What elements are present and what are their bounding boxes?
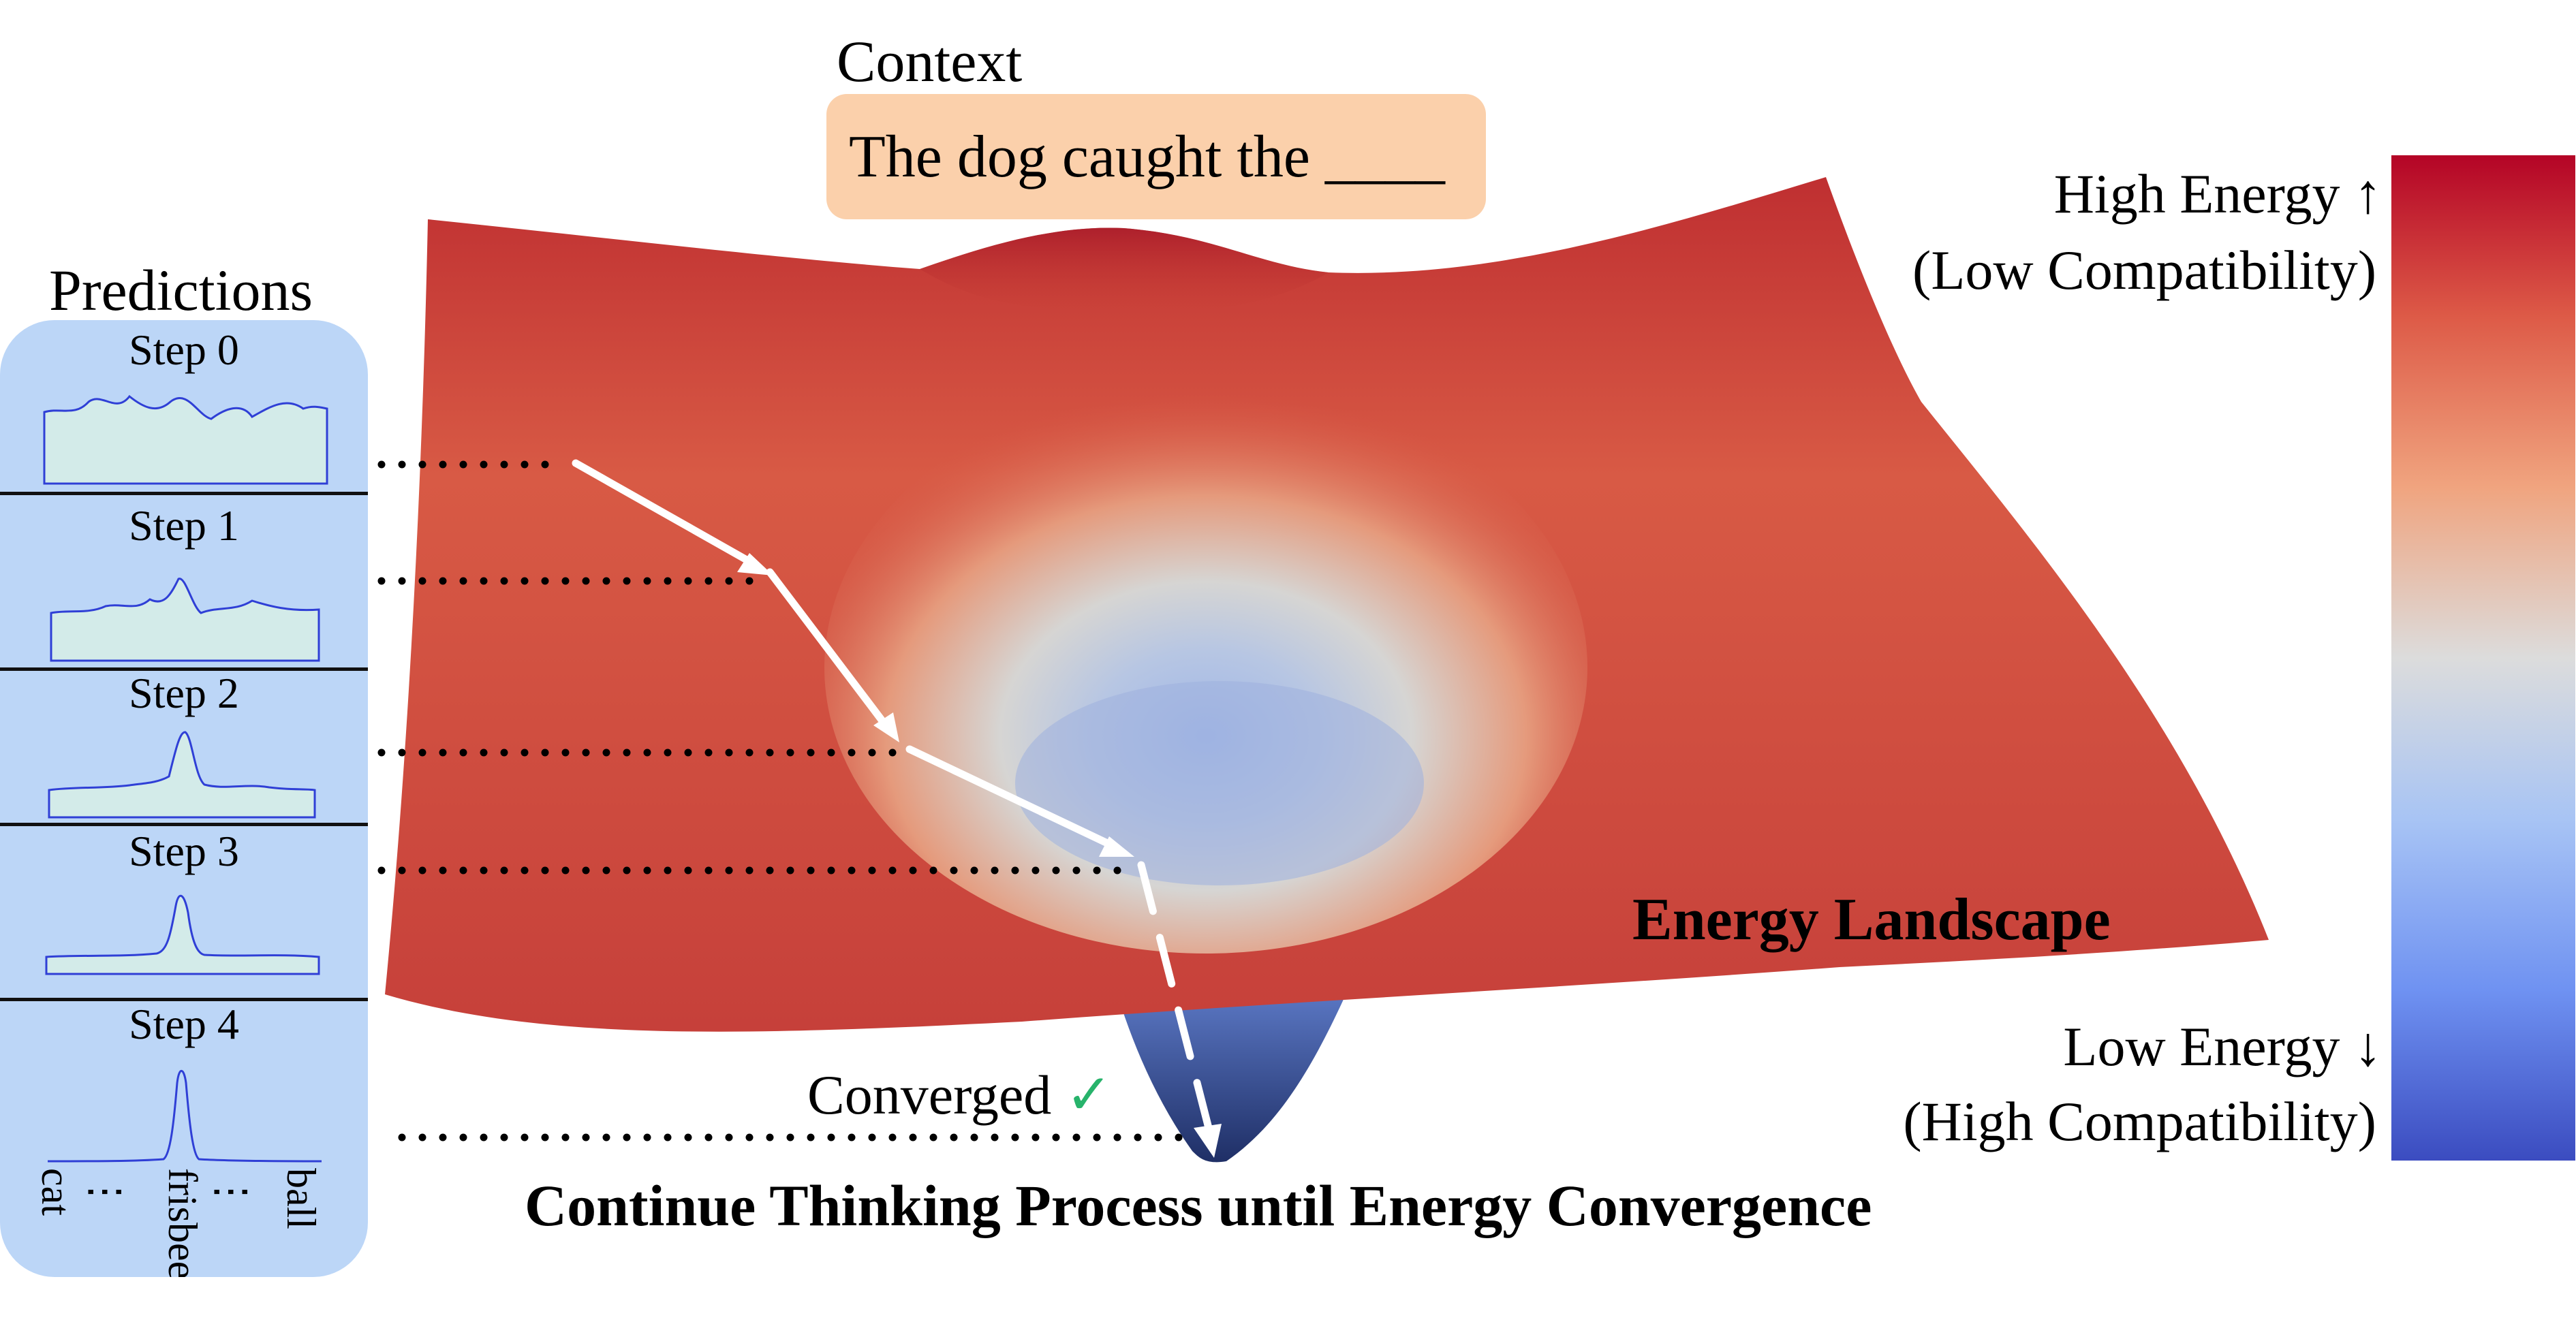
arrowhead-1 bbox=[737, 553, 773, 576]
step-divider bbox=[0, 823, 368, 826]
predictions-title: Predictions bbox=[49, 257, 313, 323]
distribution-step-3 bbox=[45, 895, 320, 975]
arrow-step-0-1 bbox=[572, 459, 760, 569]
step-0-label: Step 0 bbox=[129, 326, 239, 374]
arrow-step-1-2 bbox=[766, 568, 890, 729]
predictions-panel: Step 0 Step 1 Step 2 Step 3 Step 4 cat ⋮… bbox=[0, 320, 368, 1277]
distribution-step-4 bbox=[47, 1069, 322, 1163]
low-compatibility-label: (Low Compatibility) bbox=[1912, 239, 2376, 301]
high-energy-label: High Energy ↑ bbox=[2053, 163, 2382, 225]
bottom-caption: Continue Thinking Process until Energy C… bbox=[525, 1173, 1872, 1238]
step-3-label: Step 3 bbox=[129, 827, 239, 875]
converged-text: Converged bbox=[807, 1064, 1052, 1126]
step-4-label: Step 4 bbox=[129, 1000, 239, 1048]
prediction-distributions bbox=[43, 394, 328, 1163]
distribution-step-1 bbox=[50, 578, 320, 662]
arrow-step-3-4 bbox=[1137, 861, 1213, 1135]
distribution-step-2 bbox=[48, 731, 316, 819]
arrowhead-2 bbox=[873, 712, 899, 742]
tick-dots-left: ⋮ bbox=[83, 1171, 128, 1212]
energy-landscape-label: Energy Landscape bbox=[1632, 887, 2111, 953]
energy-colorbar bbox=[2391, 155, 2575, 1161]
low-energy-label: Low Energy ↓ bbox=[2063, 1015, 2382, 1077]
context-text: The dog caught the ____ bbox=[849, 124, 1445, 190]
step-divider bbox=[0, 667, 368, 671]
step-divider bbox=[0, 998, 368, 1001]
energy-bowl-bottom bbox=[1015, 681, 1424, 885]
tick-dots-right: ⋮ bbox=[209, 1171, 254, 1212]
high-compatibility-label: (High Compatibility) bbox=[1903, 1090, 2376, 1152]
tick-label-cat: cat bbox=[33, 1168, 78, 1216]
converged-label: Converged ✓ bbox=[807, 1062, 1113, 1127]
dotted-connectors bbox=[377, 460, 1203, 1141]
distribution-step-0 bbox=[43, 394, 328, 485]
arrowhead-3 bbox=[1099, 836, 1134, 857]
trajectory-arrows bbox=[572, 459, 1213, 1135]
arrow-step-2-3 bbox=[905, 745, 1121, 852]
energy-funnel bbox=[1117, 988, 1349, 1163]
arrowhead-4 bbox=[1194, 1124, 1222, 1158]
tick-label-ball: ball bbox=[279, 1168, 324, 1229]
step-1-label: Step 1 bbox=[129, 501, 239, 550]
tick-label-frisbee: frisbee bbox=[160, 1168, 205, 1277]
energy-ridge bbox=[920, 227, 1329, 315]
context-box bbox=[826, 94, 1486, 219]
context-title: Context bbox=[837, 29, 1023, 94]
trajectory-arrowheads bbox=[737, 553, 1222, 1158]
step-divider bbox=[0, 492, 368, 495]
checkmark-icon: ✓ bbox=[1065, 1064, 1113, 1126]
step-2-label: Step 2 bbox=[129, 669, 239, 717]
